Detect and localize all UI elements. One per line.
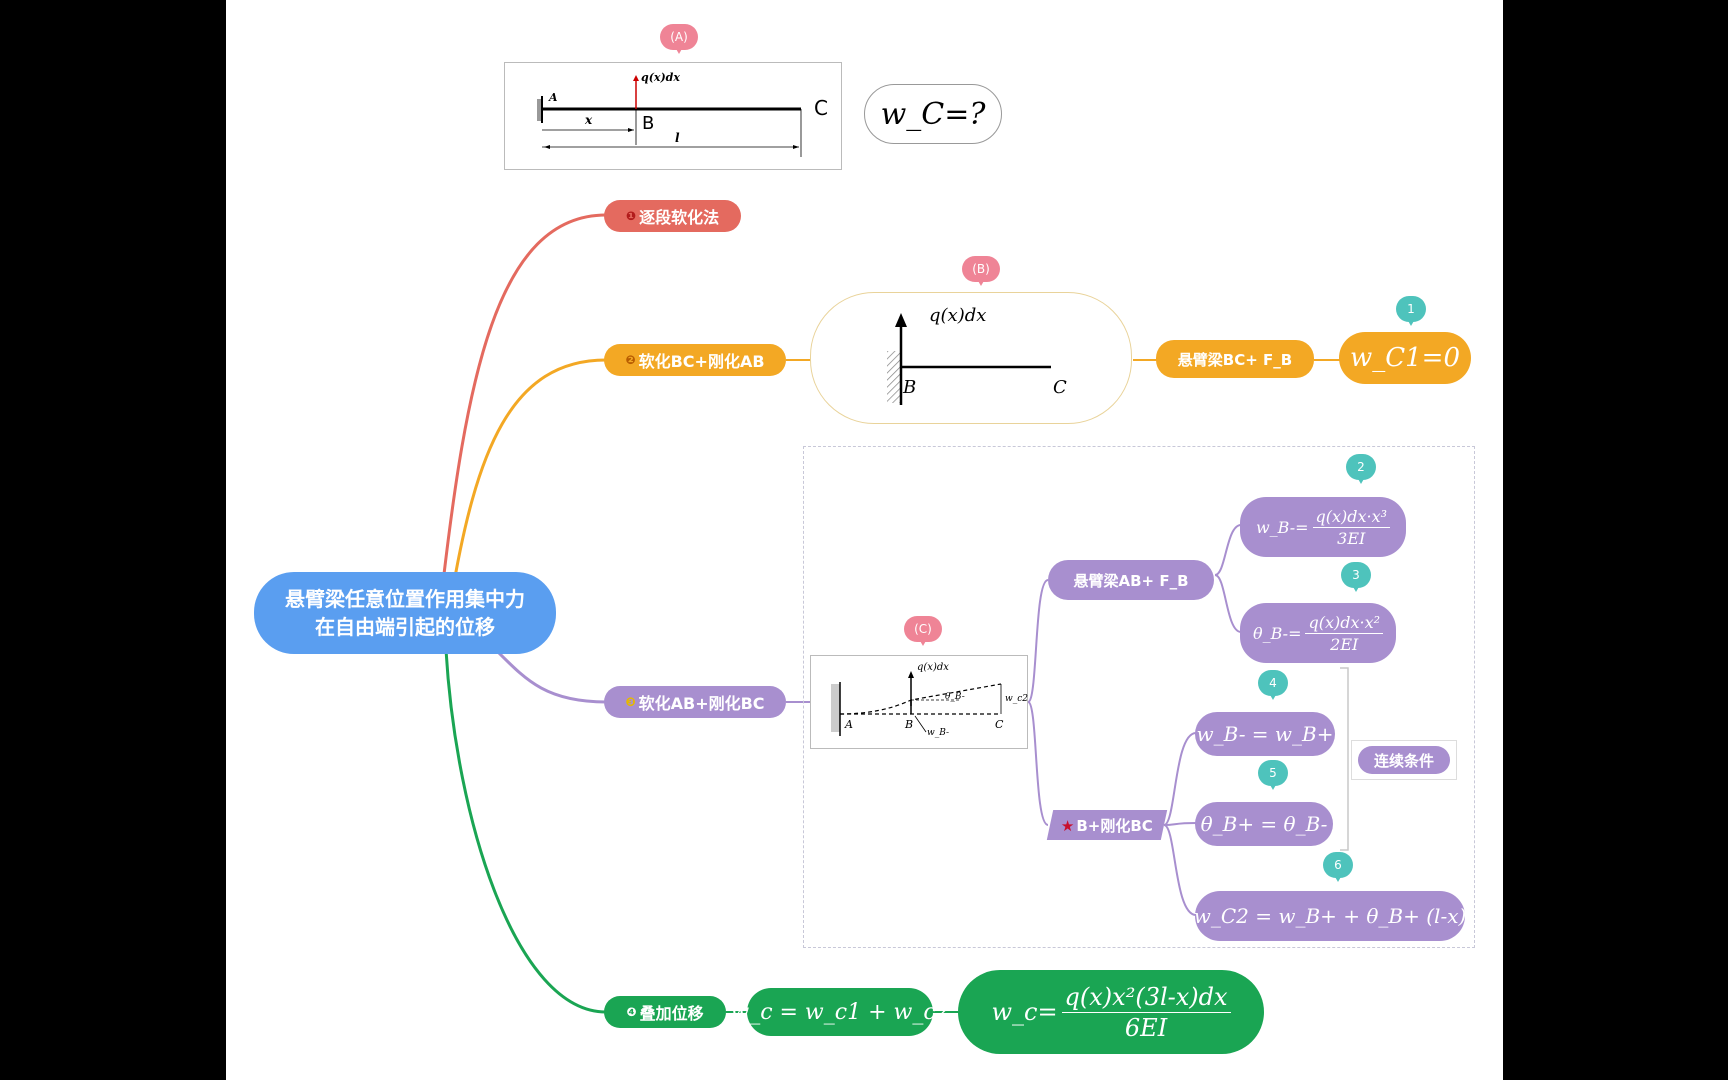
branch-2-node[interactable]: ❷ 软化BC+刚化AB <box>604 344 786 376</box>
final-formula-lhs: w_c <box>991 998 1038 1026</box>
marker-c-label: (C) <box>904 616 942 642</box>
label-b-c: B <box>905 718 914 731</box>
marker-2-label: 2 <box>1346 454 1376 480</box>
marker-b-label: (B) <box>962 256 1000 282</box>
sum-formula[interactable]: w_c = w_c1 + w_c2 <box>730 988 950 1036</box>
marker-6: 6 <box>1323 852 1353 882</box>
beam-figure-a-drawing <box>537 75 802 157</box>
marker-2: 2 <box>1346 454 1376 484</box>
cantilever-bc-label: 悬臂梁BC+ F_B <box>1177 350 1293 369</box>
formula-continuity-w[interactable]: w_B- = w_B+ <box>1195 712 1335 756</box>
label-theta-c: θ_B- <box>945 692 965 702</box>
central-topic-label: 悬臂梁任意位置作用集中力在自由端引起的位移 <box>285 587 525 639</box>
continuity-condition[interactable]: 连续条件 <box>1351 740 1457 780</box>
result-wc-question[interactable]: w_C=? <box>864 84 1002 144</box>
label-q-b: q(x)dx <box>929 305 987 326</box>
result-wc1[interactable]: w_C1=0 <box>1339 332 1471 384</box>
label-b: B <box>642 113 655 134</box>
result-wc-question-label: w_C=? <box>880 96 986 132</box>
marker-c: (C) <box>904 616 942 646</box>
formula-thetab-minus-lhs: θ_B- <box>1252 623 1289 643</box>
branch-1-icon: ❶ <box>625 209 637 223</box>
beam-figure-b-drawing <box>887 313 1051 405</box>
marker-4: 4 <box>1258 670 1288 700</box>
formula-thetab-minus-den: 2EI <box>1330 634 1359 654</box>
formula-thetab-minus-num: q(x)dx·x² <box>1305 613 1384 634</box>
formula-wc2-label: w_C2 = w_B+ + θ_B+ (l-x) <box>1193 904 1467 928</box>
central-topic[interactable]: 悬臂梁任意位置作用集中力在自由端引起的位移 <box>254 572 556 654</box>
final-formula-equals: = <box>1037 998 1058 1026</box>
marker-4-label: 4 <box>1258 670 1288 696</box>
beam-figure-b: q(x)dx B C <box>810 292 1132 424</box>
connector-lines <box>439 213 1349 1014</box>
cantilever-ab-node[interactable]: 悬臂梁AB+ F_B <box>1048 560 1214 600</box>
label-l: l <box>675 131 680 145</box>
branch-2-icon: ❷ <box>625 353 636 367</box>
formula-wb-minus-lhs: w_B- <box>1255 517 1296 537</box>
formula-wb-minus-num: q(x)dx·x³ <box>1312 507 1391 528</box>
cantilever-bc-node[interactable]: 悬臂梁BC+ F_B <box>1156 340 1314 378</box>
marker-b: (B) <box>962 256 1000 286</box>
marker-3: 3 <box>1341 562 1371 592</box>
label-a: A <box>549 91 558 104</box>
formula-wb-minus-equals: = <box>1295 517 1309 537</box>
branch-4-node[interactable]: ❹ 叠加位移 <box>604 996 726 1028</box>
label-c-b: C <box>1053 377 1067 398</box>
branch-1-label: 逐段软化法 <box>639 208 720 227</box>
label-q-c: q(x)dx <box>917 662 949 673</box>
label-x: x <box>585 113 593 127</box>
marker-6-label: 6 <box>1323 852 1353 878</box>
result-wc1-label: w_C1=0 <box>1349 343 1461 373</box>
final-formula-den: 6EI <box>1124 1013 1168 1042</box>
formula-wc2[interactable]: w_C2 = w_B+ + θ_B+ (l-x) <box>1193 891 1467 941</box>
label-c: C <box>814 96 828 120</box>
branch-4-icon: ❹ <box>626 1005 637 1019</box>
formula-thetab-minus-equals: = <box>1288 623 1302 643</box>
mindmap-canvas: 悬臂梁任意位置作用集中力在自由端引起的位移 (A) A q(x)dx x B l… <box>226 0 1503 1080</box>
marker-a-label: (A) <box>660 24 698 50</box>
branch-3-boundary <box>803 446 1475 948</box>
branch-4-label: 叠加位移 <box>639 1004 704 1023</box>
formula-continuity-theta[interactable]: θ_B+ = θ_B- <box>1195 802 1333 846</box>
sum-formula-label: w_c = w_c1 + w_c2 <box>730 999 950 1025</box>
branch-1-node[interactable]: ❶ 逐段软化法 <box>604 200 741 232</box>
beam-figure-c-drawing <box>831 671 1002 736</box>
branch-2-label: 软化BC+刚化AB <box>638 352 765 371</box>
label-a-c: A <box>845 718 853 731</box>
formula-continuity-w-label: w_B- = w_B+ <box>1196 722 1334 746</box>
rigid-bc-label: B+刚化BC <box>1076 816 1153 835</box>
label-b-b: B <box>903 377 917 398</box>
branch-3-label: 软化AB+刚化BC <box>638 694 765 713</box>
marker-3-label: 3 <box>1341 562 1371 588</box>
marker-5-label: 5 <box>1258 760 1288 786</box>
final-formula-num: q(x)x²(3l-x)dx <box>1061 983 1231 1013</box>
label-q: q(x)dx <box>641 71 680 84</box>
branch-3-node[interactable]: ❸ 软化AB+刚化BC <box>604 686 786 718</box>
star-icon: ★ <box>1061 816 1075 835</box>
beam-figure-c: q(x)dx A B C θ_B- w_c2 w_B- <box>810 655 1028 749</box>
beam-figure-a: A q(x)dx x B l <box>504 62 842 170</box>
label-wc2-c: w_c2 <box>1005 694 1028 704</box>
rigid-bc-node[interactable]: ★B+刚化BC <box>1046 810 1168 840</box>
label-c-c: C <box>995 718 1004 731</box>
marker-a: (A) <box>660 24 698 54</box>
branch-3-icon: ❸ <box>625 695 636 709</box>
marker-1: 1 <box>1396 296 1426 326</box>
continuity-condition-label: 连续条件 <box>1373 751 1434 770</box>
cantilever-ab-label: 悬臂梁AB+ F_B <box>1073 571 1189 590</box>
marker-5: 5 <box>1258 760 1288 790</box>
label-wb-c: w_B- <box>927 728 950 738</box>
formula-continuity-theta-label: θ_B+ = θ_B- <box>1200 812 1328 836</box>
marker-1-label: 1 <box>1396 296 1426 322</box>
formula-wb-minus-den: 3EI <box>1337 528 1366 548</box>
